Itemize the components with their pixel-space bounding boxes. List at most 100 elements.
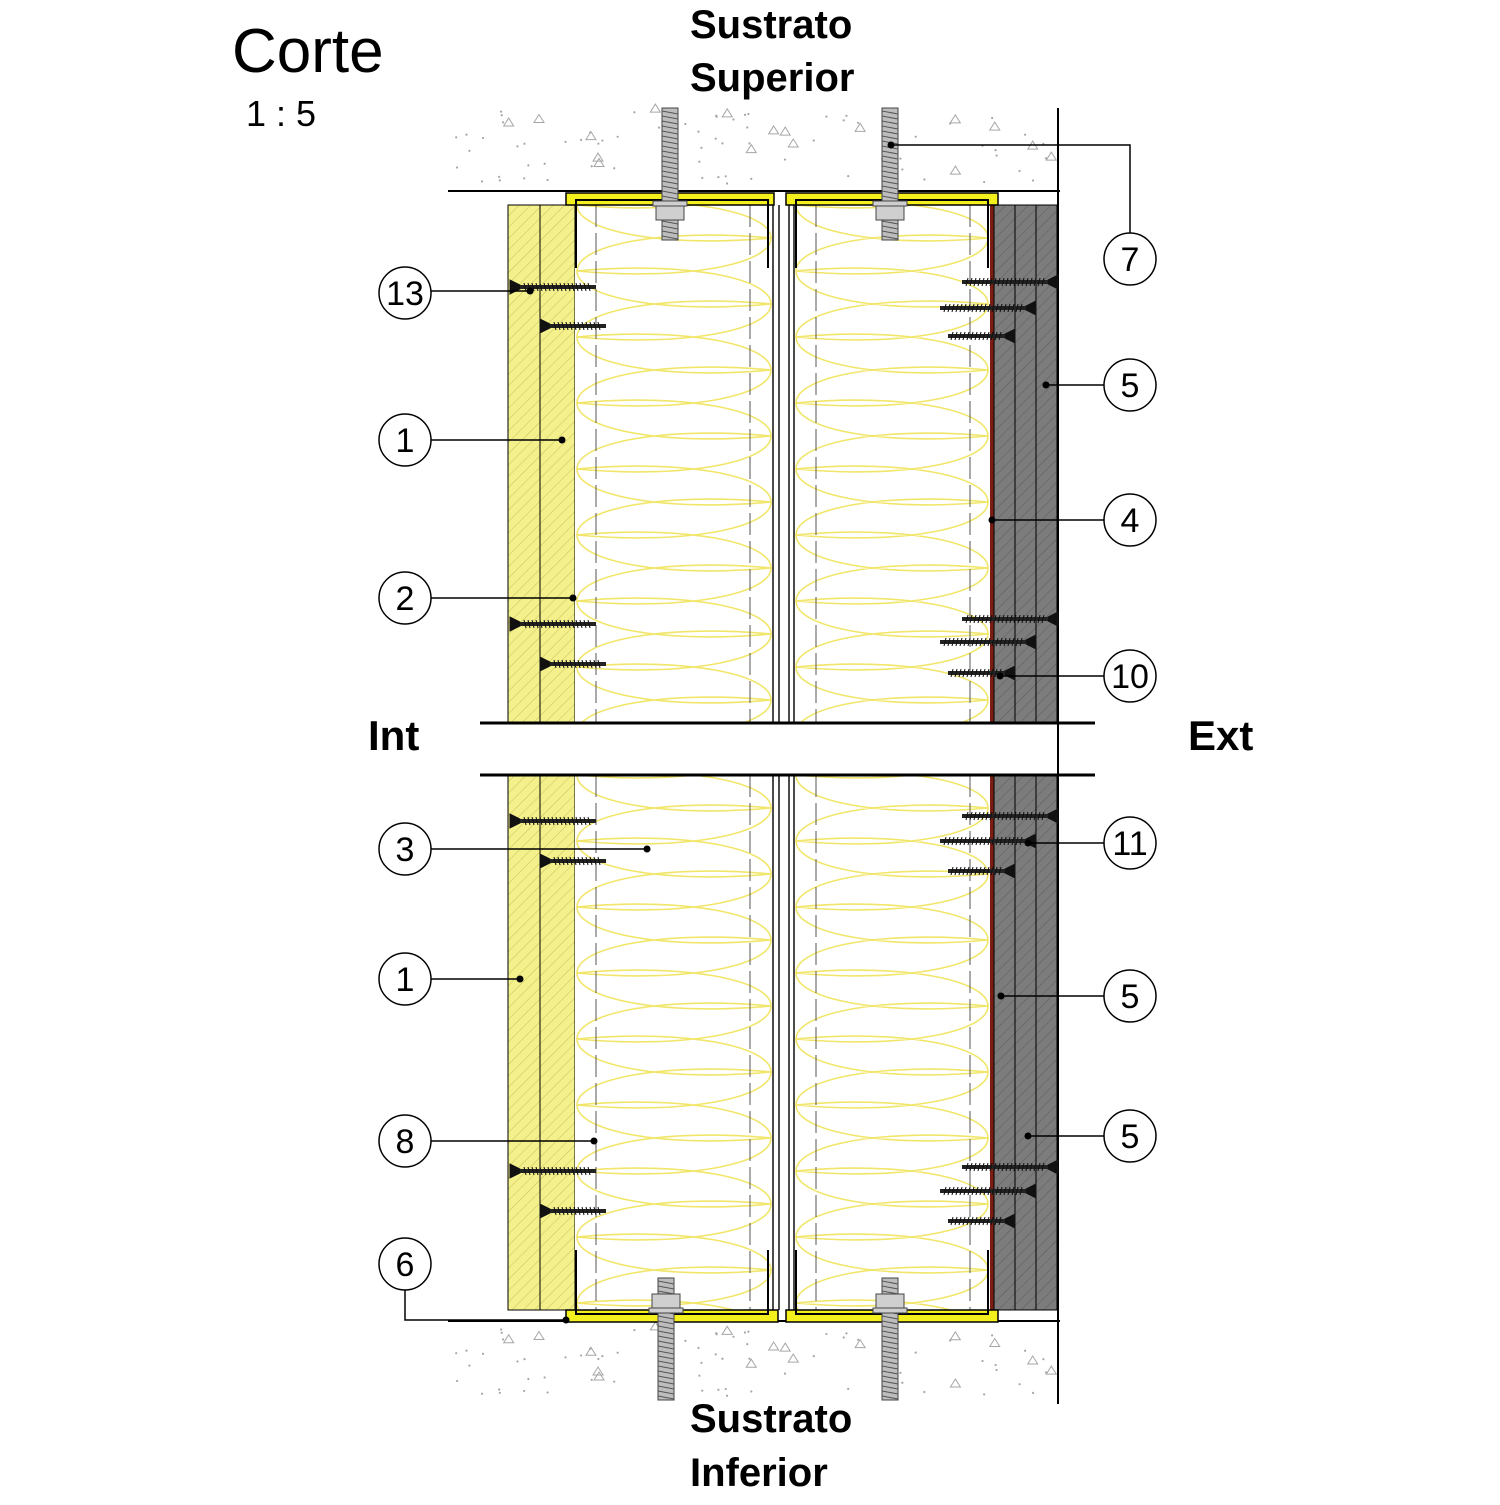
- callout-c6: 6: [378, 1237, 432, 1291]
- screw-thread: [971, 303, 975, 313]
- aggregate-mark: [613, 167, 616, 170]
- screw-thread: [563, 816, 567, 826]
- screw-thread: [990, 668, 994, 678]
- aggregate-mark: [543, 1376, 546, 1379]
- screw-thread: [1007, 637, 1011, 647]
- leader-dot-c1b: [516, 975, 524, 983]
- screw-thread: [559, 816, 563, 826]
- screw-thread: [1013, 811, 1017, 821]
- thread: [661, 120, 679, 125]
- bottom-substrate-specks: [455, 1320, 1058, 1397]
- screw-thread: [563, 619, 567, 629]
- screw-thread: [1021, 614, 1025, 624]
- screw-thread: [981, 1162, 985, 1172]
- screw-thread: [969, 1162, 973, 1172]
- exterior-board-1: [993, 774, 1016, 1311]
- screw-thread: [971, 1186, 975, 1196]
- aggregate-mark: [468, 1364, 471, 1367]
- aggregate-mark: [481, 136, 485, 140]
- aggregate-mark: [914, 135, 917, 138]
- aggregate-mark: [983, 180, 986, 184]
- interior-screw-7: [509, 1163, 596, 1179]
- leader-dot-c11: [1024, 839, 1032, 847]
- screw-thread: [971, 637, 975, 647]
- anchor-nut: [875, 1293, 905, 1309]
- thread: [881, 1280, 899, 1285]
- anchor-bottom-1: [648, 1277, 684, 1401]
- callout-label: 10: [1111, 658, 1149, 696]
- screw-thread: [597, 856, 601, 866]
- screw-thread: [583, 1166, 587, 1176]
- screw-thread: [970, 331, 974, 341]
- screw-thread: [995, 637, 999, 647]
- screw-thread: [962, 866, 966, 876]
- screw-thread: [1021, 811, 1025, 821]
- aggregate-mark: [1031, 179, 1035, 182]
- aggregate-mark: [1024, 133, 1027, 136]
- screw-thread: [565, 1206, 569, 1216]
- thread: [657, 1340, 675, 1345]
- screw-thread: [575, 1166, 579, 1176]
- screw-thread: [539, 619, 543, 629]
- callout-label: 2: [396, 580, 415, 618]
- screw-thread: [1025, 811, 1029, 821]
- screw-thread: [1029, 277, 1033, 287]
- screw-thread: [993, 1162, 997, 1172]
- interior-screw-2: [539, 318, 606, 334]
- callout-label: 7: [1121, 241, 1140, 279]
- screw-thread: [535, 1166, 539, 1176]
- aggregate-mark: [721, 1357, 724, 1360]
- callout-c2: 2: [378, 571, 432, 625]
- screw-thread: [958, 866, 962, 876]
- screw-thread: [994, 1216, 998, 1226]
- screw-thread: [998, 1216, 1002, 1226]
- screw-thread: [973, 614, 977, 624]
- aggregate-mark: [994, 149, 997, 152]
- screw-thread: [965, 1162, 969, 1172]
- screw-thread: [593, 1206, 597, 1216]
- aggregate-mark: [746, 1342, 749, 1346]
- aggregate-mark: [465, 133, 468, 136]
- aggregate-mark: [590, 165, 593, 168]
- screw-thread: [557, 856, 561, 866]
- aggregate-mark: [825, 1332, 828, 1336]
- screw-thread: [543, 1166, 547, 1176]
- anchor-nut: [655, 205, 685, 221]
- aggregate-mark: [698, 160, 701, 163]
- callout-c3: 3: [378, 822, 432, 876]
- screw-thread: [597, 1206, 601, 1216]
- screw-thread: [963, 1186, 967, 1196]
- thread: [661, 180, 679, 185]
- aggregate-mark: [546, 1391, 549, 1394]
- aggregate-mark: [516, 1360, 519, 1363]
- thread: [657, 1345, 675, 1350]
- screw-thread: [543, 619, 547, 629]
- leader-dot-c3: [643, 845, 651, 853]
- aggregate-mark: [767, 1341, 780, 1351]
- aggregate-mark: [593, 1371, 605, 1381]
- screw-thread: [1009, 277, 1013, 287]
- aggregate-mark: [748, 142, 751, 145]
- screw-thread: [963, 303, 967, 313]
- thread: [881, 1365, 899, 1370]
- thread: [661, 175, 679, 180]
- exterior-screw-4: [962, 611, 1059, 627]
- screw-thread: [553, 856, 557, 866]
- screw-thread: [963, 637, 967, 647]
- thread: [881, 120, 899, 125]
- callout-c1b: 1: [378, 952, 432, 1006]
- screw-thread: [983, 1186, 987, 1196]
- screw-thread: [974, 668, 978, 678]
- aggregate-mark: [767, 124, 780, 135]
- callout-c7: 7: [1103, 232, 1157, 286]
- screw-thread: [577, 659, 581, 669]
- screw-thread: [950, 668, 954, 678]
- callout-circle: [1103, 493, 1157, 547]
- screw-thread: [966, 866, 970, 876]
- screw-thread: [970, 866, 974, 876]
- thread: [881, 1385, 899, 1390]
- exterior-screw-10: [962, 1159, 1059, 1175]
- aggregate-mark: [465, 1349, 468, 1352]
- aggregate-mark: [499, 110, 503, 113]
- aggregate-mark: [994, 1363, 997, 1367]
